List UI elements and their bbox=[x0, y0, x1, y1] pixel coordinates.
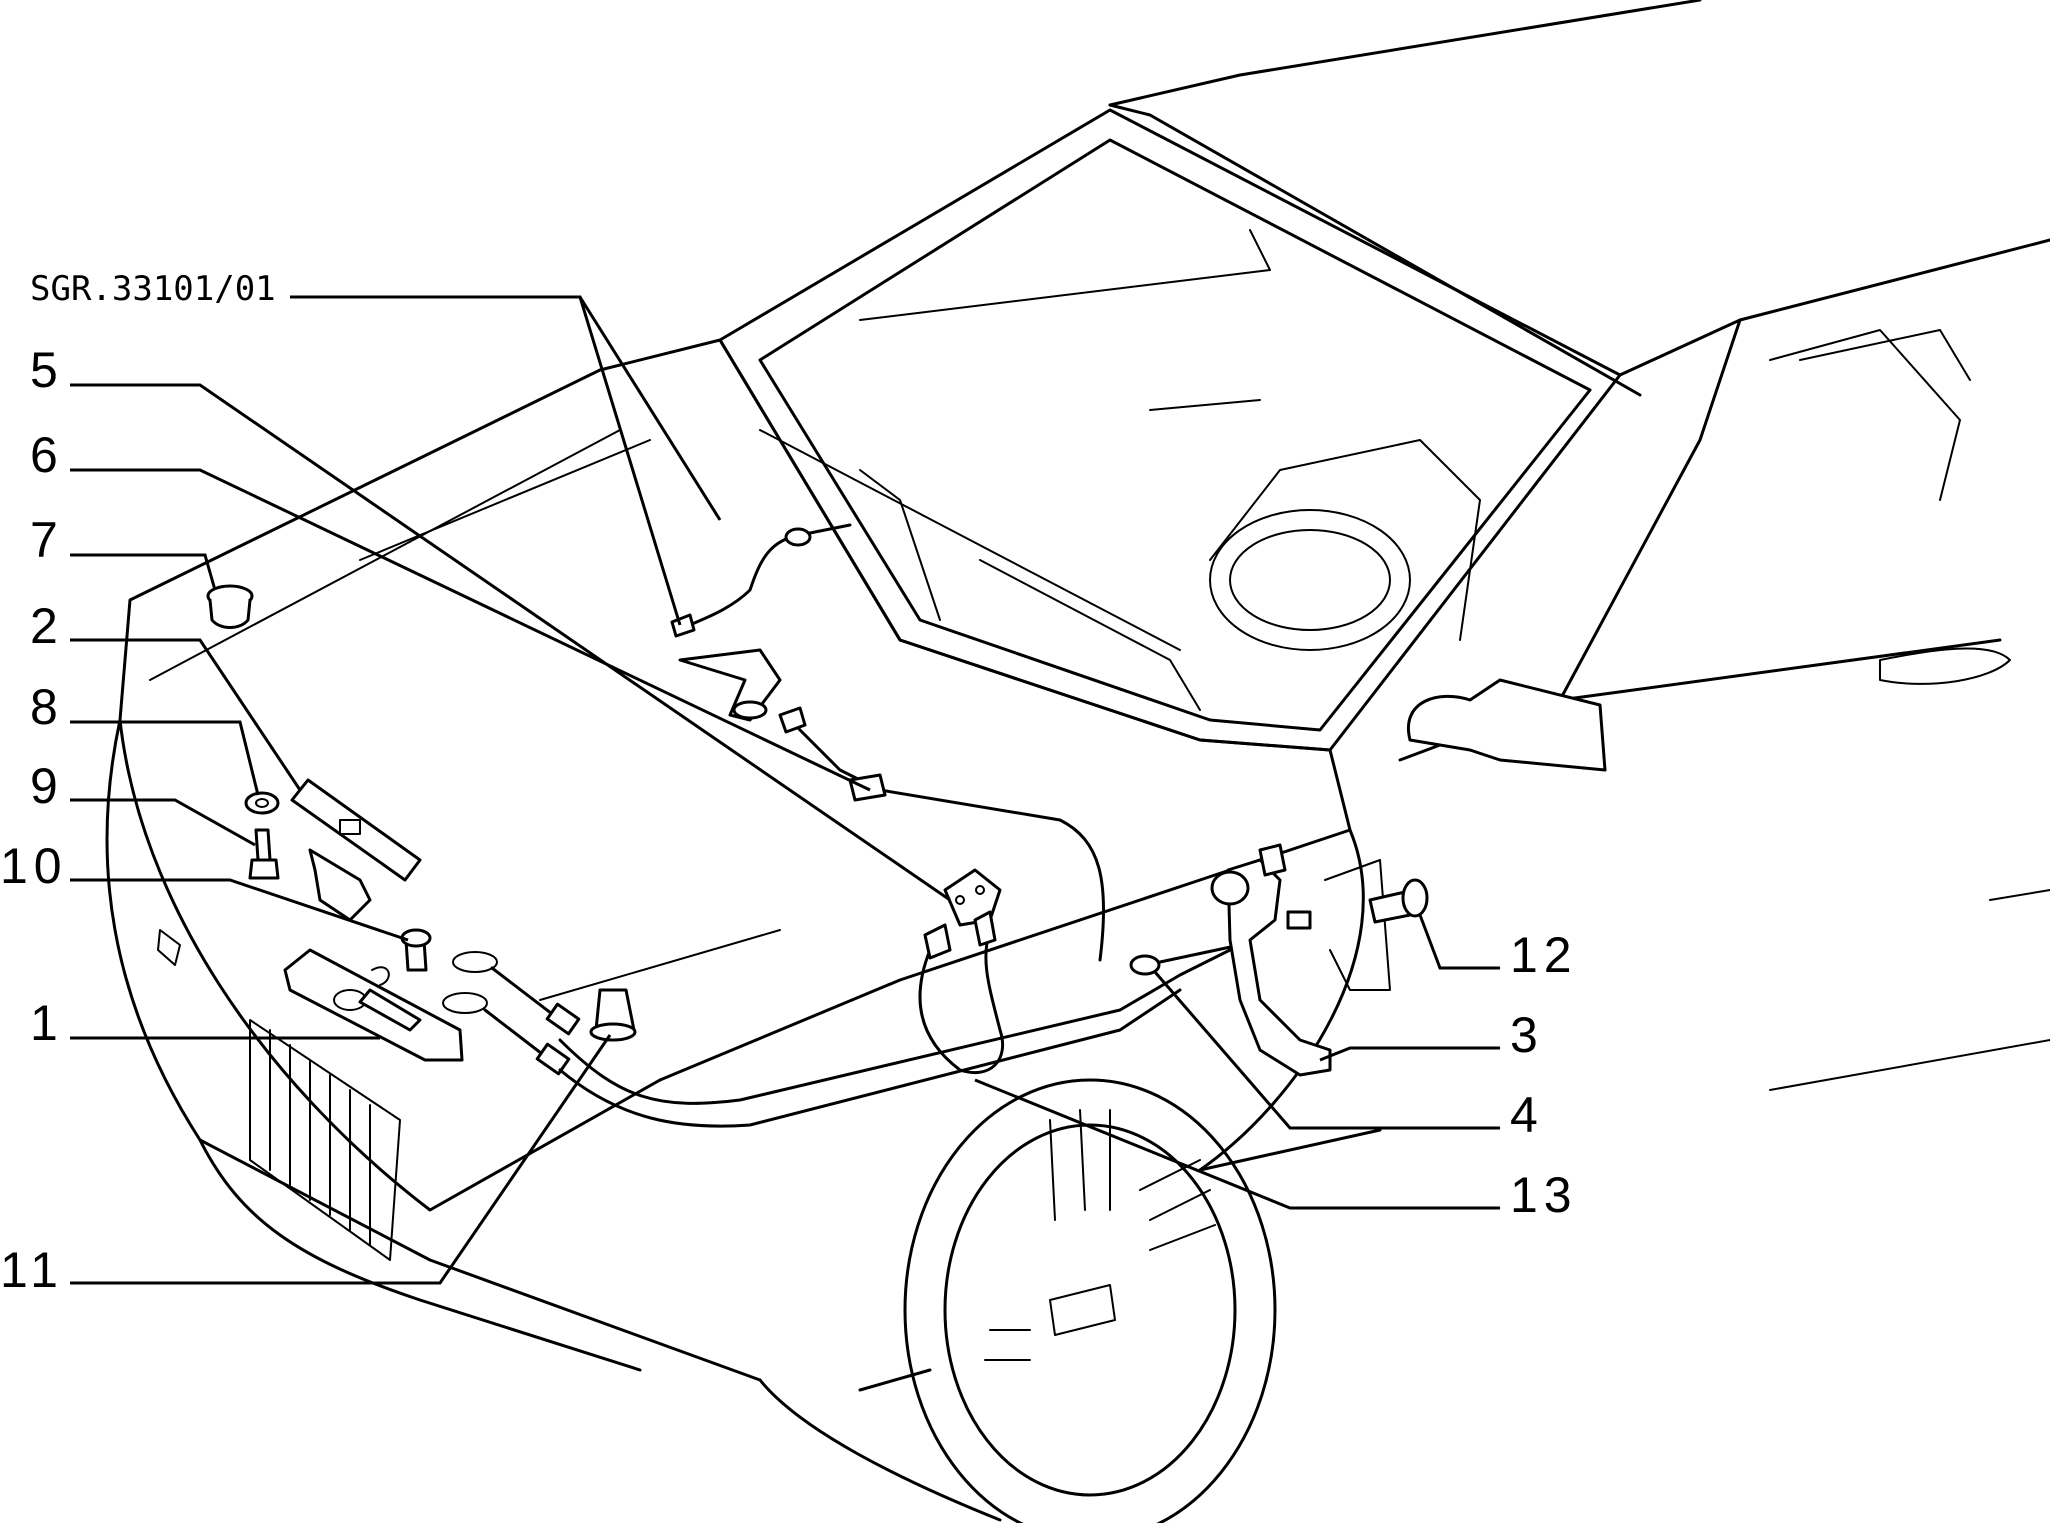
callout-2: 2 bbox=[30, 598, 64, 654]
callout-9: 9 bbox=[30, 758, 64, 814]
part-11-grommet bbox=[589, 988, 637, 1042]
part-10-screw bbox=[371, 928, 432, 986]
part-2-latch-striker bbox=[290, 778, 422, 922]
callout-8: 8 bbox=[30, 679, 64, 735]
part-8-washer bbox=[244, 791, 280, 815]
drawing-code: SGR.33101/01 bbox=[30, 269, 276, 309]
leader-lines bbox=[70, 295, 1500, 1285]
part-7-rubber-stop bbox=[206, 584, 254, 629]
part-1-hood-lock bbox=[283, 948, 464, 1062]
part-13-cable-strap bbox=[918, 910, 1005, 1075]
callout-12: 12 bbox=[1510, 927, 1578, 983]
callout-1: 1 bbox=[30, 995, 64, 1051]
part-12-push-clip bbox=[1324, 859, 1429, 991]
callout-4: 4 bbox=[1510, 1087, 1544, 1143]
part-4-cable-joint bbox=[1129, 943, 1242, 976]
callout-6: 6 bbox=[30, 427, 64, 483]
car-body-outline bbox=[105, 0, 2050, 1523]
callout-11: 11 bbox=[0, 1242, 64, 1298]
part-3-release-handle bbox=[1210, 843, 1332, 1077]
callout-5: 5 bbox=[30, 342, 64, 398]
callout-3: 3 bbox=[1510, 1007, 1544, 1063]
cable-ends-lock bbox=[442, 951, 581, 1076]
part-5-6-cables bbox=[558, 523, 1242, 1128]
callout-7: 7 bbox=[30, 512, 64, 568]
callout-13: 13 bbox=[1510, 1167, 1578, 1223]
part-9-bolt bbox=[248, 828, 280, 880]
callout-10: 10 bbox=[0, 838, 68, 894]
part-6-bracket bbox=[943, 868, 1002, 927]
